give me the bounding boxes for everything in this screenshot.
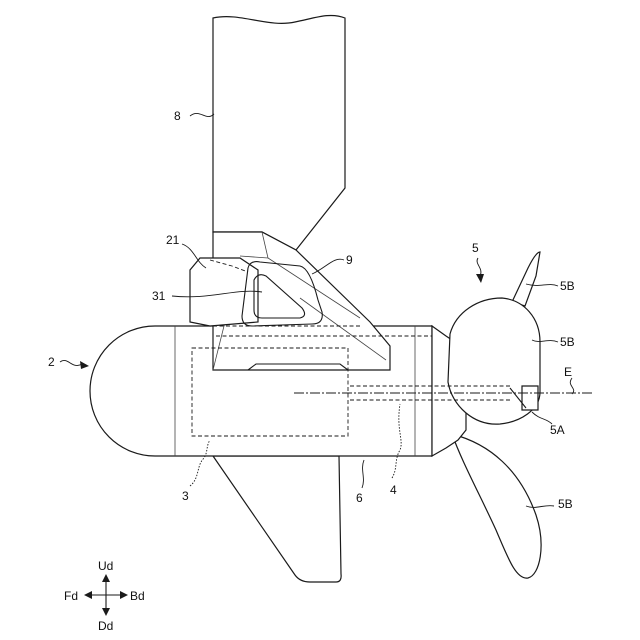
label-9: 9 (346, 253, 353, 267)
arrow-5 (477, 258, 481, 276)
leader-8 (190, 113, 214, 116)
propeller-blade-top (512, 252, 540, 306)
propeller-blade-bottom (452, 434, 541, 578)
label-2: 2 (48, 355, 55, 369)
leader-6 (362, 460, 364, 488)
label-5a: 5A (550, 423, 565, 437)
label-31: 31 (152, 289, 166, 303)
label-5: 5 (472, 241, 479, 255)
label-5b-middle: 5B (560, 335, 575, 349)
leader-9 (312, 259, 344, 274)
compass-label-up: Ud (98, 559, 113, 573)
compass-label-forward: Fd (64, 589, 78, 603)
arrow-5-head (476, 274, 484, 283)
label-4: 4 (390, 483, 397, 497)
compass-label-backward: Bd (130, 589, 145, 603)
compass-label-down: Dd (98, 619, 113, 633)
label-5b-top: 5B (560, 279, 575, 293)
arrow-2 (60, 360, 82, 365)
compass-arrow-right (120, 591, 128, 599)
label-5b-bottom: 5B (558, 497, 573, 511)
direction-compass: Ud Dd Fd Bd (64, 559, 145, 633)
compass-arrow-left (84, 591, 92, 599)
leader-e (570, 378, 573, 394)
lower-fin (213, 456, 341, 582)
arrow-2-head (80, 361, 89, 369)
label-8: 8 (174, 109, 181, 123)
label-21: 21 (166, 233, 180, 247)
label-6: 6 (356, 491, 363, 505)
label-3: 3 (182, 489, 189, 503)
leader-5a (532, 412, 552, 424)
vertical-shaft (213, 15, 345, 250)
compass-arrow-up (102, 574, 110, 582)
compass-arrow-down (102, 608, 110, 616)
label-e: E (564, 365, 572, 379)
